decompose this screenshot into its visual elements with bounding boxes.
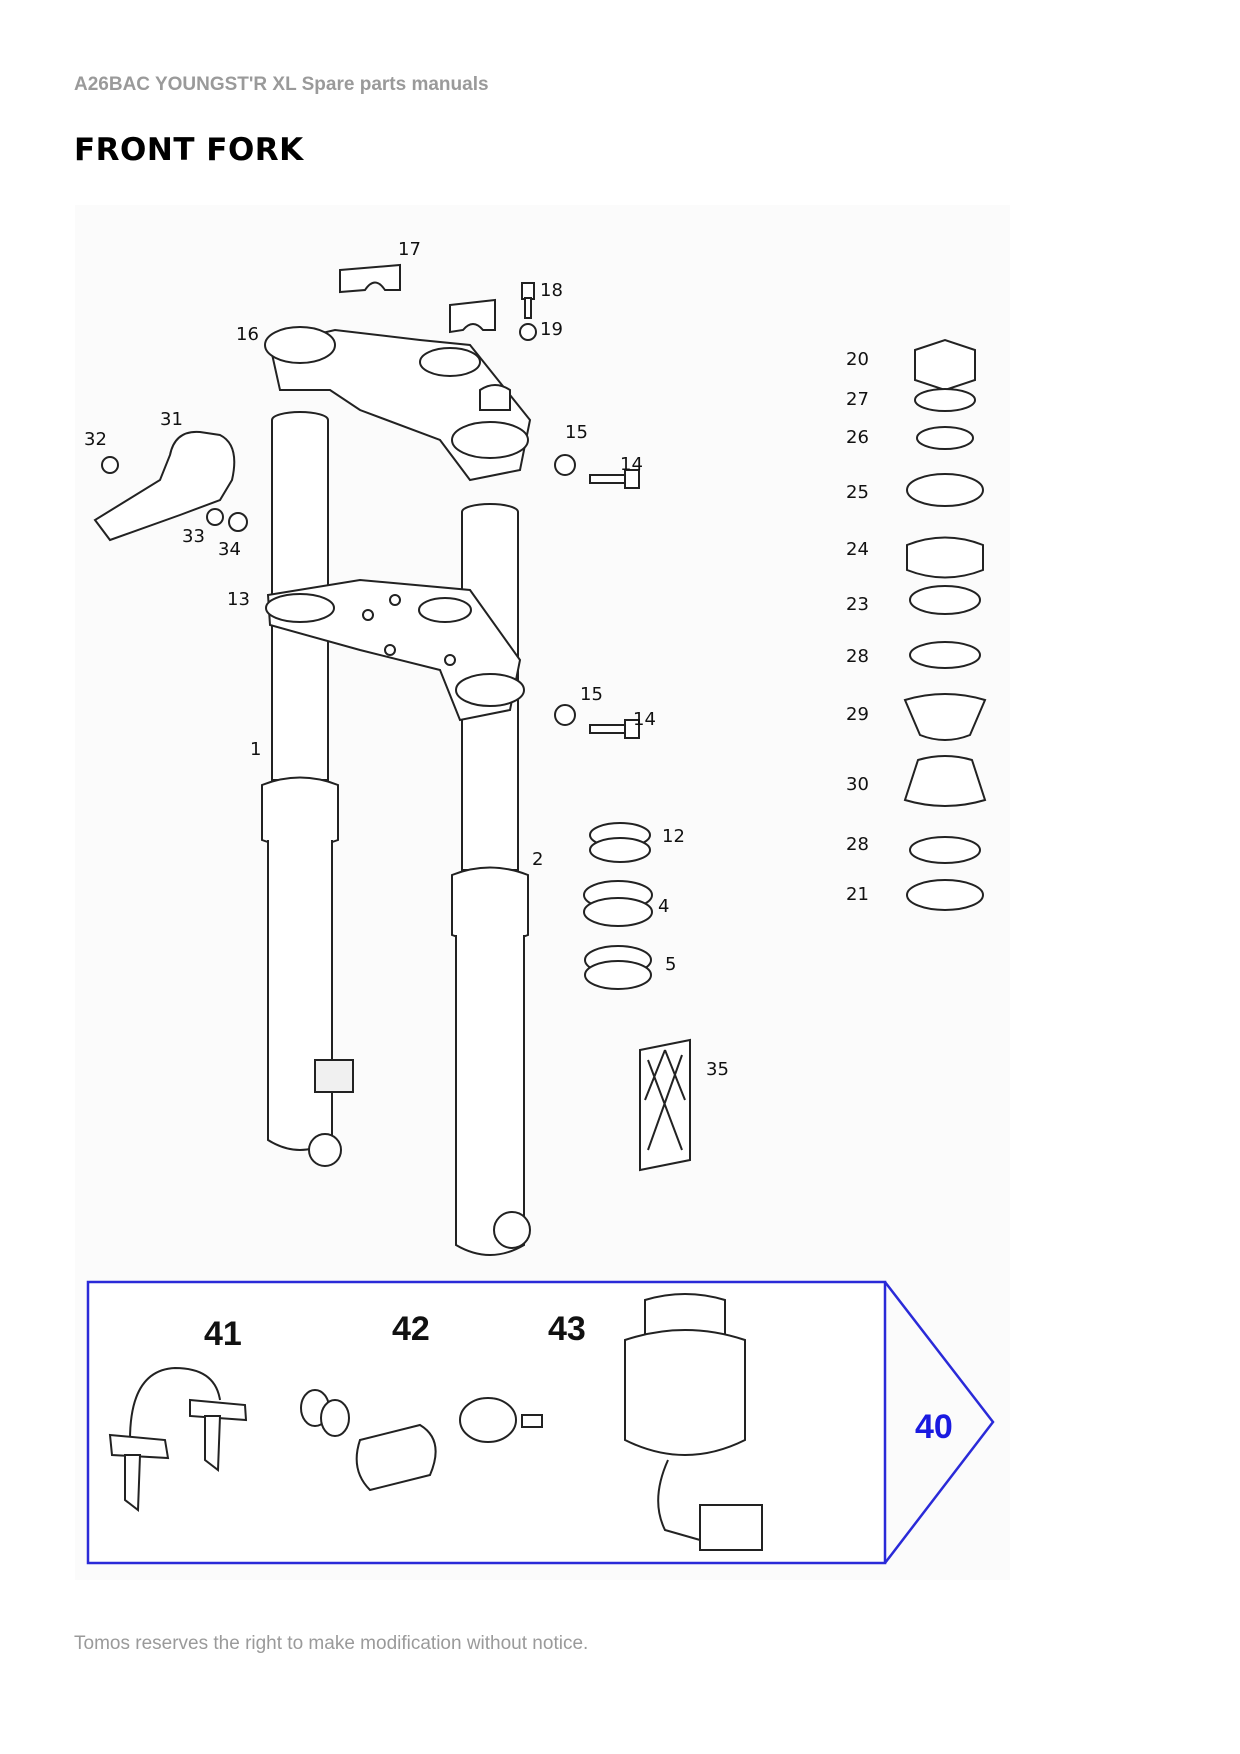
- label-32: 32: [84, 429, 107, 450]
- pinch-bolts: [554, 454, 640, 739]
- handlebar-clamps: [339, 263, 496, 334]
- page-title: FRONT FORK: [74, 132, 304, 168]
- label-24: 24: [846, 539, 869, 560]
- label-1: 1: [250, 739, 261, 760]
- label-12: 12: [662, 826, 685, 847]
- label-33: 33: [182, 526, 205, 547]
- label-34: 34: [218, 539, 241, 560]
- label-35: 35: [706, 1059, 729, 1080]
- label-28-upper: 28: [846, 646, 869, 667]
- label-41: 41: [204, 1315, 242, 1353]
- label-29: 29: [846, 704, 869, 725]
- document-header: A26BAC YOUNGST'R XL Spare parts manuals: [74, 74, 489, 95]
- label-14-lower: 14: [633, 709, 656, 730]
- label-43: 43: [548, 1310, 586, 1348]
- upper-triple-clamp: [264, 326, 532, 482]
- label-15-lower: 15: [580, 684, 603, 705]
- label-25: 25: [846, 482, 869, 503]
- label-30: 30: [846, 774, 869, 795]
- label-16: 16: [236, 324, 259, 345]
- label-31: 31: [160, 409, 183, 430]
- seals-and-clip: [583, 822, 653, 990]
- label-20: 20: [846, 349, 869, 370]
- label-26: 26: [846, 427, 869, 448]
- label-40: 40: [915, 1408, 953, 1446]
- label-19: 19: [540, 319, 563, 340]
- label-21: 21: [846, 884, 869, 905]
- steering-bearing-stack: [903, 338, 987, 911]
- headlight-bracket: [93, 430, 248, 542]
- label-2: 2: [532, 849, 543, 870]
- label-27: 27: [846, 389, 869, 410]
- reflector: [639, 1038, 691, 1172]
- label-28-lower: 28: [846, 834, 869, 855]
- label-4: 4: [658, 896, 669, 917]
- label-15-upper: 15: [565, 422, 588, 443]
- footer-notice: Tomos reserves the right to make modific…: [74, 1633, 589, 1654]
- bolt-and-nut: [519, 282, 537, 341]
- label-23: 23: [846, 594, 869, 615]
- ignition-lock-kit: 41 42 43 40: [86, 1280, 995, 1565]
- label-17: 17: [398, 239, 421, 260]
- label-13: 13: [227, 589, 250, 610]
- label-18: 18: [540, 280, 563, 301]
- label-5: 5: [665, 954, 676, 975]
- label-42: 42: [392, 1310, 430, 1348]
- label-14-upper: 14: [620, 454, 643, 475]
- lower-triple-clamp: [265, 578, 525, 722]
